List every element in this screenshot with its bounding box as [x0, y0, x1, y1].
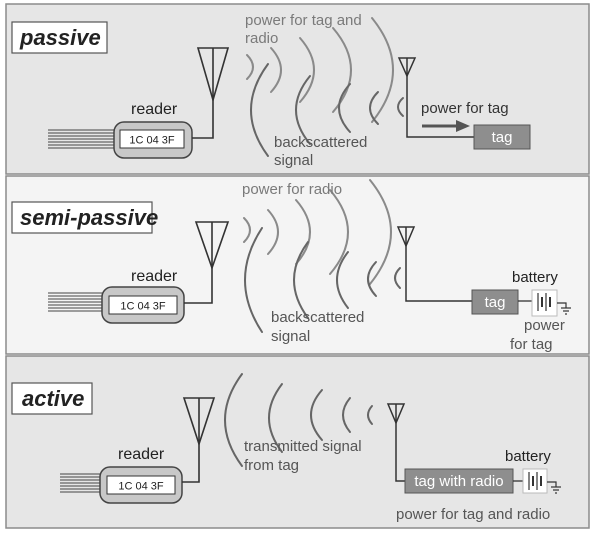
caption-line1: transmitted signal: [244, 438, 362, 455]
battery-icon: [522, 468, 548, 494]
top-caption-line1: power for tag and: [245, 12, 362, 29]
reader-code: 1C 04 3F: [120, 301, 166, 313]
bottom-caption-line1: backscattered: [274, 134, 367, 151]
panel-passive: passive 1C 04 3F reader: [11, 12, 531, 169]
bottom-caption-line2: signal: [271, 328, 310, 345]
reader-code: 1C 04 3F: [118, 481, 164, 493]
panel-title: passive: [19, 25, 101, 50]
tag-antenna-icon: [397, 57, 474, 138]
tag-label: tag: [485, 294, 506, 311]
reader-display: [106, 475, 176, 495]
backscatter-waves: [250, 63, 404, 157]
top-caption-line2: radio: [245, 30, 278, 47]
title-box: [11, 382, 93, 415]
ground-icon: [557, 302, 571, 315]
panel-active: active 1C 04 3F reader transmitted signa…: [11, 373, 561, 523]
reader-code: 1C 04 3F: [129, 135, 175, 147]
battery-icon: [531, 289, 558, 317]
reader-cable: [48, 129, 118, 149]
reader-antenna-icon: [192, 47, 230, 139]
tag-box: [471, 289, 519, 315]
reader-label: reader: [118, 446, 165, 463]
panel-title: active: [22, 386, 84, 411]
bottom-caption-line2: signal: [274, 152, 313, 169]
reader-display: [108, 295, 178, 315]
top-caption-line1: power for radio: [242, 181, 342, 198]
panel-semi-passive: semi-passive 1C 04 3F reader: [11, 179, 571, 353]
panel-title: semi-passive: [20, 205, 158, 230]
tag-box: [404, 468, 514, 494]
reader-antenna-icon: [184, 221, 230, 304]
tag-antenna-icon: [396, 226, 472, 302]
transmit-waves: [224, 373, 373, 467]
caption-line2: from tag: [244, 457, 299, 474]
battery-label: battery: [505, 448, 551, 465]
power-note-line2: for tag: [510, 336, 553, 353]
title-box: [11, 21, 108, 54]
upper-waves: [243, 179, 392, 285]
tag-antenna-icon: [386, 403, 406, 482]
power-arrow-icon: [422, 120, 470, 132]
power-note: power for tag: [421, 100, 509, 117]
backscatter-waves: [244, 227, 401, 333]
reader-label: reader: [131, 101, 178, 118]
battery-label: battery: [512, 269, 558, 286]
tag-box: [473, 124, 531, 150]
reader-antenna-icon: [182, 397, 216, 483]
reader-display: [119, 129, 185, 149]
ground-icon: [547, 481, 561, 494]
power-note-line1: power: [524, 317, 565, 334]
bottom-caption-line1: backscattered: [271, 309, 364, 326]
tag-label: tag: [492, 129, 513, 146]
title-box: [11, 201, 153, 234]
reader-label: reader: [131, 268, 178, 285]
tag-label: tag with radio: [414, 473, 503, 490]
power-note: power for tag and radio: [396, 506, 550, 523]
